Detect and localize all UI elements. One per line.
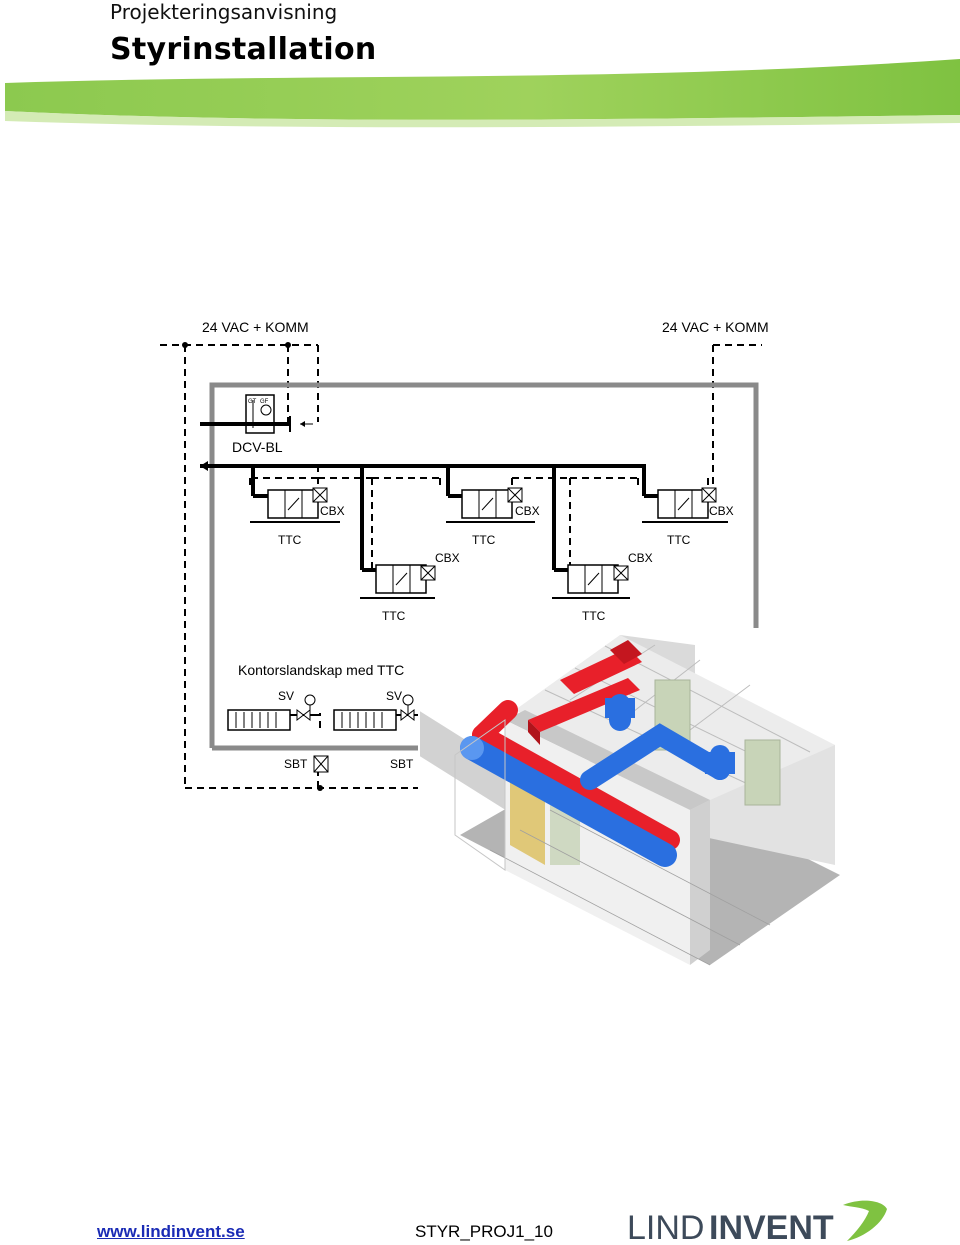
- supply-label-left: 24 VAC + KOMM: [202, 319, 309, 335]
- document-title: Styrinstallation: [110, 32, 377, 67]
- radiator-right: SV: [333, 689, 418, 731]
- ttc-unit-3: CBX TTC: [446, 487, 540, 547]
- svg-text:SBT: SBT: [284, 757, 308, 771]
- ttc-unit-4: CBX TTC: [552, 551, 653, 623]
- lindinvent-logo: LIND INVENT: [627, 1200, 887, 1245]
- dcv-bl-label: DCV-BL: [232, 439, 283, 455]
- svg-text:GF: GF: [260, 399, 269, 405]
- control-installation-figure: 24 VAC + KOMM 24 VAC + KOMM: [150, 319, 840, 966]
- svg-text:TTC: TTC: [472, 533, 496, 547]
- document-code: STYR_PROJ1_10: [415, 1222, 553, 1241]
- svg-text:CBX: CBX: [515, 504, 540, 518]
- dcv-bl-unit: GT GF DCV-BL: [200, 394, 313, 455]
- svg-text:GT: GT: [248, 399, 257, 405]
- svg-text:CBX: CBX: [628, 551, 653, 565]
- svg-text:CBX: CBX: [709, 504, 734, 518]
- svg-text:SBT: SBT: [390, 757, 414, 771]
- ttc-unit-2: CBX TTC: [360, 551, 460, 623]
- svg-text:SV: SV: [386, 689, 402, 703]
- document-subtitle: Projekteringsanvisning: [110, 0, 338, 24]
- svg-text:TTC: TTC: [667, 533, 691, 547]
- green-header-band: [5, 59, 960, 128]
- ttc-unit-1: CBX TTC: [250, 487, 345, 547]
- svg-text:INVENT: INVENT: [709, 1209, 834, 1245]
- svg-text:SV: SV: [278, 689, 294, 703]
- office-3d-illustration: [418, 635, 840, 966]
- radiator-left: SV: [227, 689, 320, 731]
- svg-text:TTC: TTC: [582, 609, 606, 623]
- svg-text:LIND: LIND: [627, 1209, 704, 1245]
- sbt-unit: SBT SBT: [284, 755, 414, 791]
- svg-text:TTC: TTC: [278, 533, 302, 547]
- website-link[interactable]: www.lindinvent.se: [97, 1222, 245, 1241]
- supply-duct: [472, 640, 680, 850]
- supply-label-right: 24 VAC + KOMM: [662, 319, 769, 335]
- svg-text:CBX: CBX: [435, 551, 460, 565]
- ttc-unit-5: CBX TTC: [642, 487, 734, 547]
- wiring-schematic: 24 VAC + KOMM 24 VAC + KOMM: [160, 319, 769, 791]
- svg-text:TTC: TTC: [382, 609, 406, 623]
- svg-text:CBX: CBX: [320, 504, 345, 518]
- office-label: Kontorslandskap med TTC: [238, 662, 404, 678]
